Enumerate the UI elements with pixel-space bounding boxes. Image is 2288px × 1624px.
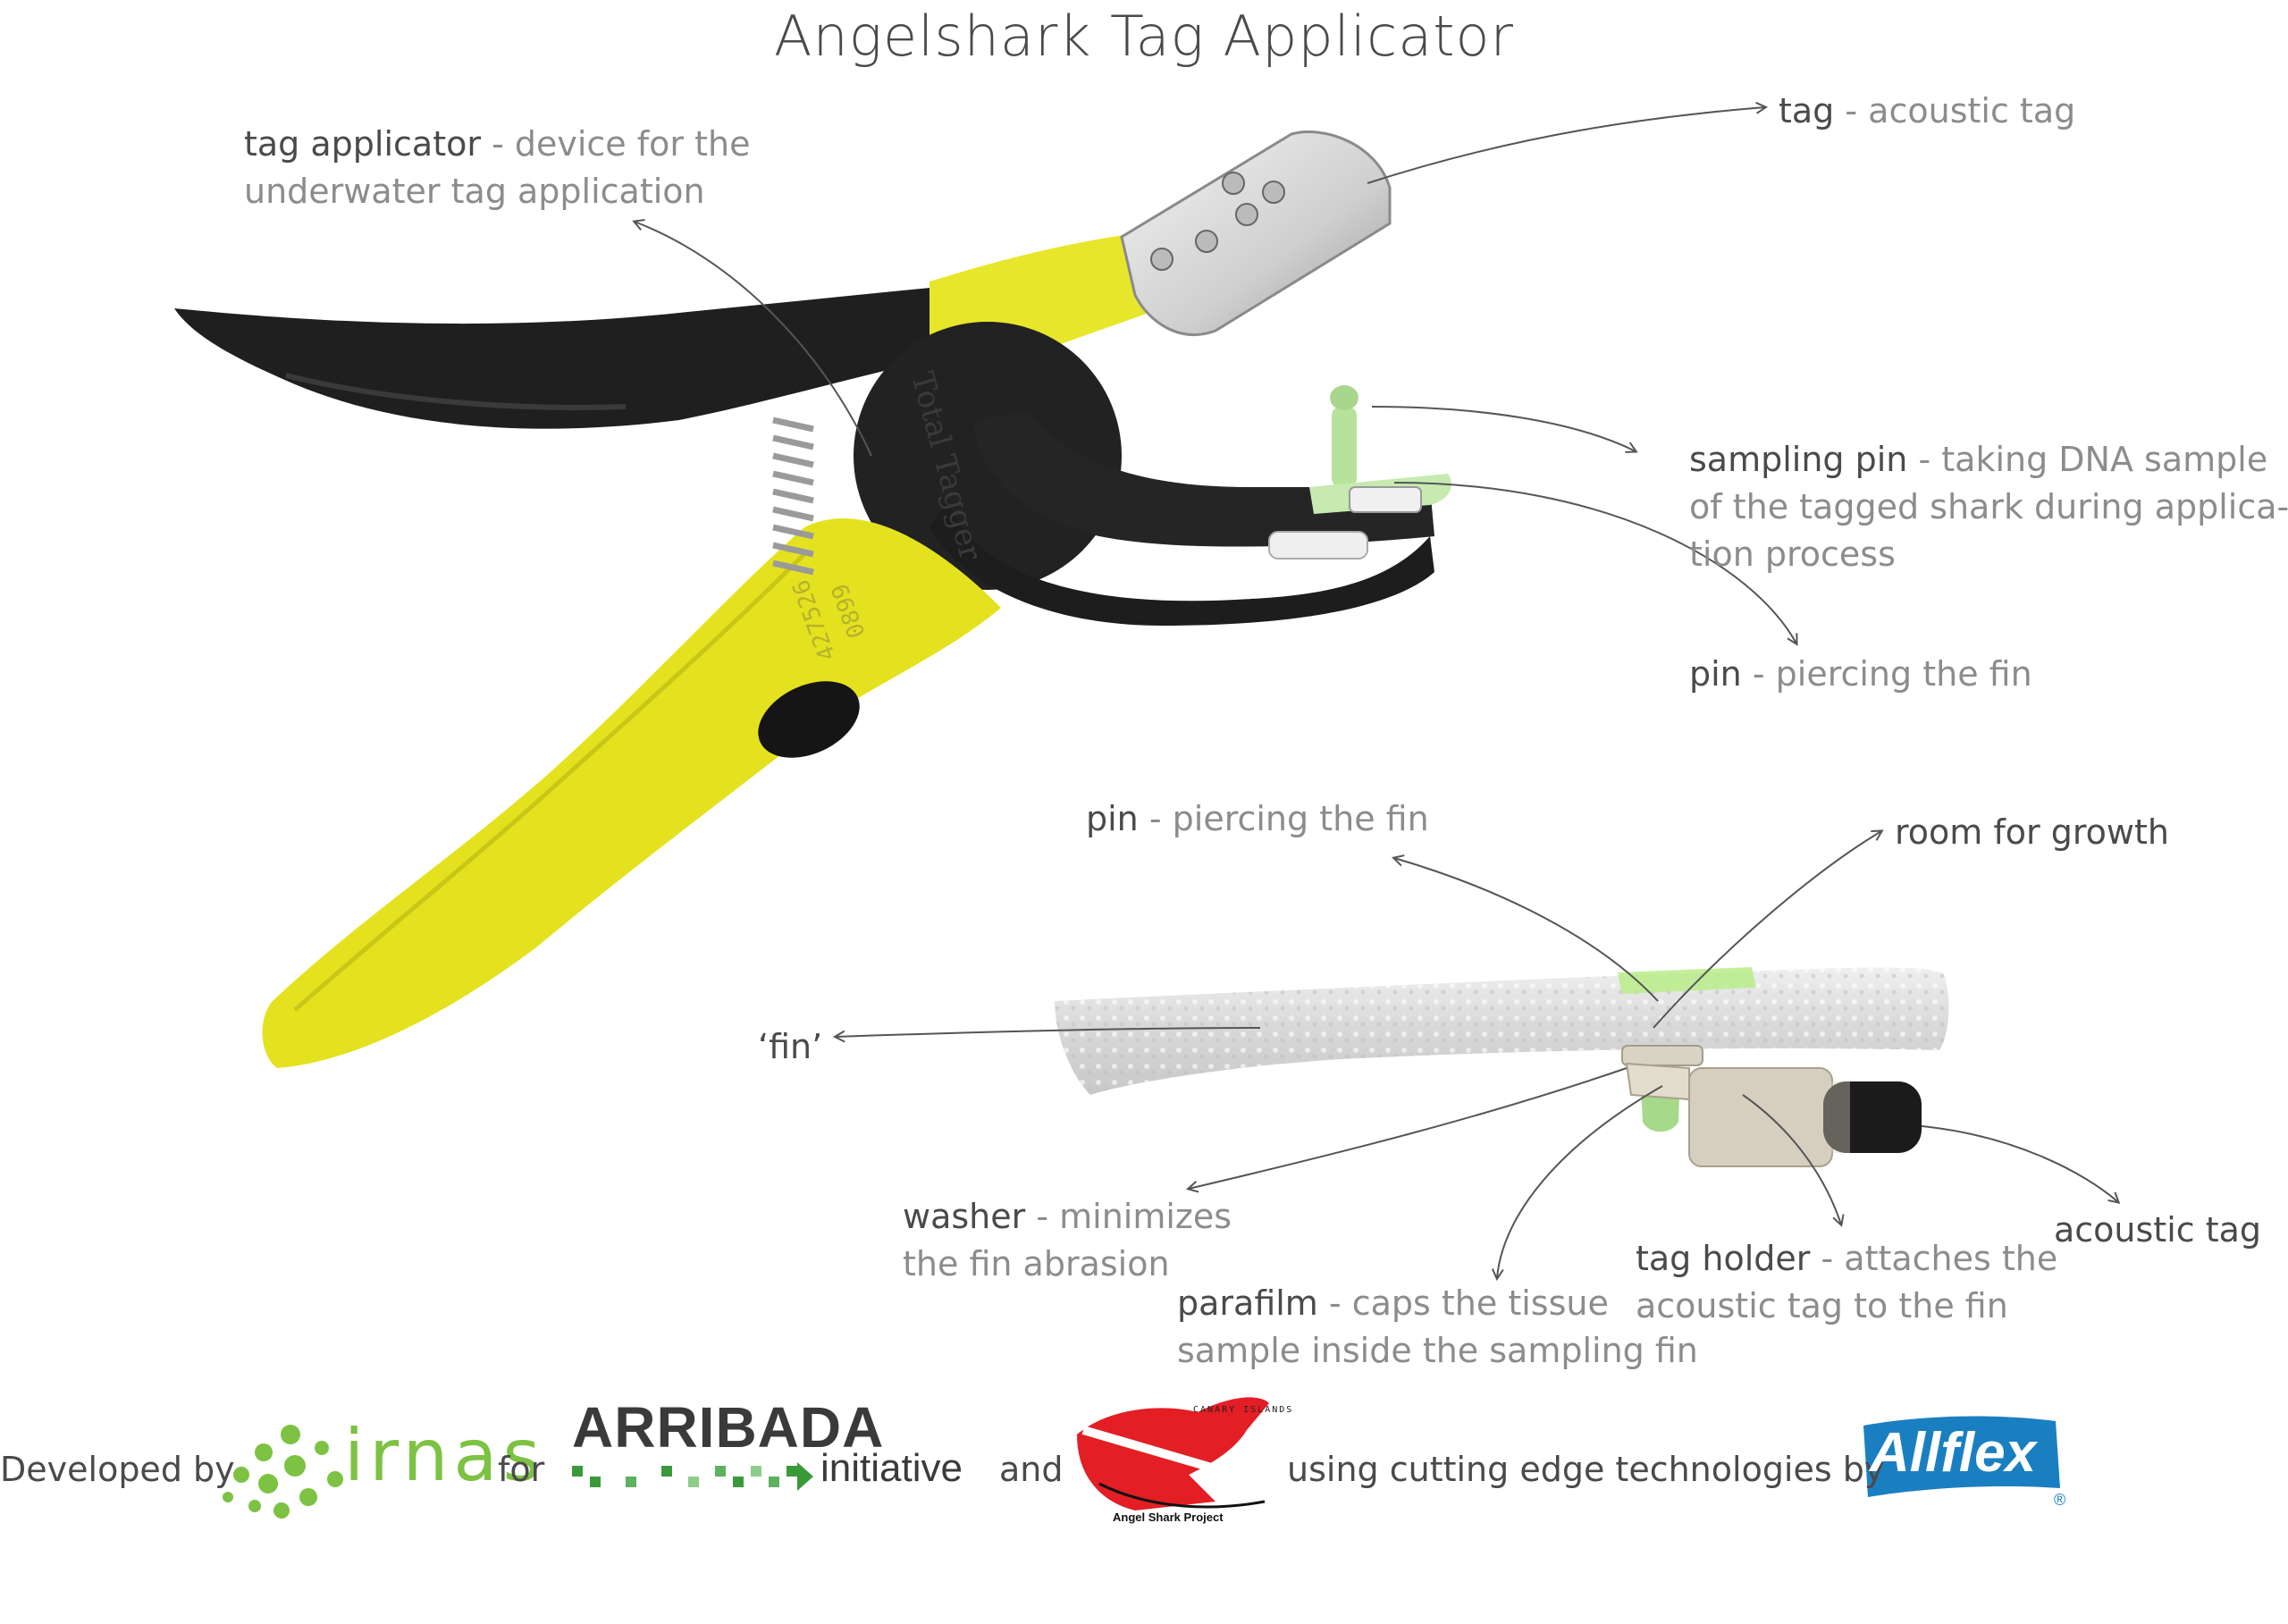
pin-holder	[1268, 531, 1368, 560]
arrow-pin-bottom	[1394, 858, 1659, 1002]
tag-applicator-illustration: Total Tagger 427526 0899	[174, 130, 1451, 1068]
acoustic-tag-cylinder	[1823, 1081, 1922, 1153]
arribada-logo-subtitle: initiative	[820, 1446, 963, 1490]
label-sampling-pin: sampling pin - taking DNA sample of the …	[1689, 440, 2288, 574]
label-tag-holder: tag holder - attaches the acoustic tag t…	[1636, 1239, 2058, 1325]
screw	[1222, 172, 1245, 195]
arrow-tag-holder	[1742, 1094, 1841, 1224]
allflex-logo-shape	[1863, 1416, 2060, 1497]
arrow-washer	[1189, 1067, 1628, 1189]
allflex-registered-mark: ®	[2054, 1491, 2066, 1509]
tag-holder	[1688, 1067, 1833, 1167]
asp-logo-name: Angel Shark Project	[1113, 1510, 1224, 1524]
arrow-pin-top	[1393, 482, 1796, 644]
footer-developed-by: Developed by	[0, 1450, 235, 1489]
callout-arrows	[635, 107, 2118, 1278]
sampling-pin	[1309, 385, 1451, 514]
arribada-logo-title: ARRIBADA	[572, 1395, 885, 1460]
label-parafilm: parafilm - caps the tissue sample inside…	[1177, 1283, 1698, 1370]
footer-for: for	[498, 1450, 545, 1489]
screw	[1150, 248, 1173, 271]
angel-shark-project-logo	[1077, 1397, 1269, 1510]
allflex-logo-text: Allflex	[1870, 1422, 2037, 1484]
parafilm-band	[1618, 967, 1756, 994]
screw	[1235, 203, 1258, 226]
arrow-tag	[1367, 107, 1765, 184]
lower-black-jaw	[930, 501, 1434, 626]
arrow-sampling-pin	[1371, 406, 1636, 451]
arrow-fin	[836, 1027, 1261, 1037]
label-room-for-growth: room for growth	[1895, 812, 2169, 852]
screw	[1195, 230, 1218, 253]
fin-assembly-illustration	[1055, 967, 1949, 1167]
footer-and: and	[999, 1450, 1064, 1489]
arrow-acoustic-tag	[1921, 1125, 2118, 1202]
label-pin-top: pin - piercing the fin	[1689, 654, 2032, 694]
label-washer: washer - minimizes the fin abrasion	[903, 1197, 1232, 1283]
lower-yellow-handle	[262, 518, 1001, 1068]
arrow-room-for-growth	[1653, 831, 1881, 1029]
irnas-logo-text: irnas	[344, 1414, 546, 1497]
label-pin-bottom: pin - piercing the fin	[1086, 799, 1429, 838]
asp-logo-small-text: CANARY ISLANDS	[1193, 1405, 1294, 1415]
spring	[772, 417, 814, 576]
irnas-logo-mark	[223, 1425, 343, 1519]
label-tag: tag - acoustic tag	[1779, 91, 2076, 130]
arrow-parafilm	[1497, 1085, 1663, 1278]
footer-using-tech: using cutting edge technologies by	[1287, 1450, 1885, 1489]
arrow-tag-applicator	[635, 222, 872, 457]
washer	[1621, 1045, 1703, 1066]
label-tag-applicator: tag applicator - device for the underwat…	[244, 124, 751, 211]
label-acoustic-tag: acoustic tag	[2054, 1210, 2262, 1250]
thumb-button	[758, 681, 860, 758]
screw	[1262, 181, 1285, 204]
arribada-pixel-bar	[572, 1462, 813, 1491]
label-fin: ‘fin’	[758, 1027, 823, 1066]
acoustic-tag-plate	[1120, 130, 1392, 336]
page-title: Angelshark Tag Applicator	[774, 4, 1514, 69]
